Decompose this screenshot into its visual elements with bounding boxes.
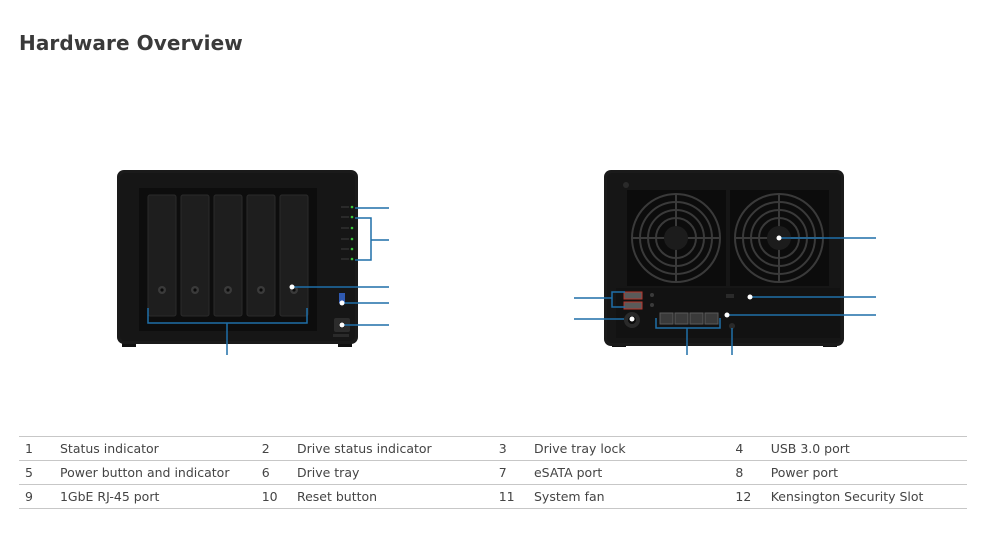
legend-number: 10 — [255, 484, 297, 509]
legend-number: 8 — [729, 460, 771, 485]
back-callout-dots — [629, 235, 782, 322]
legend-number: 3 — [492, 436, 534, 461]
drive-trays — [147, 194, 309, 317]
page-title: Hardware Overview — [19, 31, 243, 55]
legend-label: Reset button — [296, 484, 493, 509]
legend-label: USB 3.0 port — [770, 436, 967, 461]
component-legend-table: 1 Status indicator 2 Drive status indica… — [19, 436, 967, 509]
legend-label: System fan — [533, 484, 730, 509]
table-row: 5 Power button and indicator 6 Drive tra… — [19, 460, 967, 485]
legend-number: 11 — [492, 484, 534, 509]
legend-label: Kensington Security Slot — [770, 484, 967, 509]
legend-number: 4 — [729, 436, 771, 461]
front-callout-dots — [289, 284, 345, 328]
esata-ports — [623, 291, 654, 310]
legend-label: Drive tray — [296, 460, 493, 485]
legend-number: 9 — [19, 484, 60, 509]
legend-number: 2 — [255, 436, 297, 461]
front-callout-lines — [147, 207, 389, 355]
nas-front-view — [117, 170, 358, 347]
status-leds — [341, 205, 354, 261]
legend-number: 12 — [729, 484, 771, 509]
legend-number: 1 — [19, 436, 60, 461]
legend-label: Power port — [770, 460, 967, 485]
legend-label: Power button and indicator — [59, 460, 256, 485]
legend-label: Status indicator — [59, 436, 256, 461]
rj45-ports — [659, 312, 719, 325]
table-row: 9 1GbE RJ-45 port 10 Reset button 11 Sys… — [19, 484, 967, 509]
legend-number: 5 — [19, 460, 60, 485]
table-row: 1 Status indicator 2 Drive status indica… — [19, 436, 967, 461]
usb-port-front — [339, 293, 345, 303]
legend-label: eSATA port — [533, 460, 730, 485]
legend-label: Drive status indicator — [296, 436, 493, 461]
legend-label: Drive tray lock — [533, 436, 730, 461]
legend-number: 6 — [255, 460, 297, 485]
hardware-diagram — [117, 170, 876, 355]
drive-tray-locks — [158, 286, 298, 294]
back-callout-lines — [574, 237, 876, 355]
legend-number: 7 — [492, 460, 534, 485]
nas-back-view — [604, 170, 844, 347]
legend-label: 1GbE RJ-45 port — [59, 484, 256, 509]
